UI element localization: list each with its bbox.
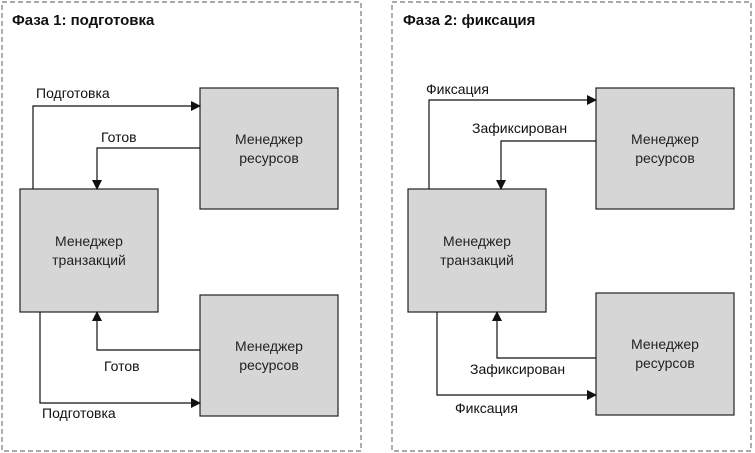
phase2-transaction-manager bbox=[407, 188, 547, 313]
phase2-border bbox=[391, 1, 752, 452]
rm-top-label-line1: Менеджер bbox=[235, 131, 303, 147]
phase1-resource-manager-bottom bbox=[199, 294, 339, 417]
phase2-panel: Фаза 2: фиксация Менеджер транзакций Мен… bbox=[391, 1, 752, 452]
label-prepare-bottom: Подготовка bbox=[42, 405, 116, 421]
tm-label-line1: Менеджер bbox=[55, 233, 123, 249]
label-commit-bottom: Фиксация bbox=[455, 400, 518, 416]
rm-top-label-line2: ресурсов bbox=[239, 150, 299, 166]
rm-top-label-line1: Менеджер bbox=[631, 131, 699, 147]
arrow-committed-bottom bbox=[492, 311, 596, 359]
arrow-ready-top bbox=[92, 147, 200, 190]
label-commit-top: Фиксация bbox=[426, 81, 489, 97]
arrow-commit-top bbox=[428, 95, 597, 189]
tm-label-line1: Менеджер bbox=[443, 233, 511, 249]
rm-bottom-label-line1: Менеджер bbox=[235, 338, 303, 354]
label-ready-bottom: Готов bbox=[104, 358, 140, 374]
phase2-title: Фаза 2: фиксация bbox=[403, 12, 535, 29]
arrow-committed-top bbox=[496, 140, 596, 190]
rm-top-label-line2: ресурсов bbox=[635, 150, 695, 166]
phase1-resource-manager-top bbox=[199, 87, 339, 210]
phase2-resource-manager-bottom bbox=[595, 292, 735, 416]
phase1-title: Фаза 1: подготовка bbox=[12, 12, 155, 29]
label-prepare-top: Подготовка bbox=[36, 85, 110, 101]
rm-bottom-label-line1: Менеджер bbox=[631, 336, 699, 352]
tm-label-line2: транзакций bbox=[52, 252, 126, 268]
tm-label-line2: транзакций bbox=[440, 252, 514, 268]
arrow-prepare-top bbox=[32, 101, 201, 189]
rm-bottom-label-line2: ресурсов bbox=[239, 357, 299, 373]
label-committed-top: Зафиксирован bbox=[472, 120, 567, 136]
arrow-prepare-bottom bbox=[39, 312, 201, 408]
phase1-panel: Фаза 1: подготовка Менеджер транзакций М… bbox=[1, 1, 362, 452]
arrow-ready-bottom bbox=[92, 311, 200, 351]
label-committed-bottom: Зафиксирован bbox=[470, 361, 565, 377]
phase2-resource-manager-top bbox=[595, 87, 735, 210]
phase1-border bbox=[1, 1, 362, 452]
phase1-transaction-manager bbox=[19, 188, 159, 313]
arrow-commit-bottom bbox=[436, 312, 597, 400]
label-ready-top: Готов bbox=[101, 129, 137, 145]
rm-bottom-label-line2: ресурсов bbox=[635, 355, 695, 371]
